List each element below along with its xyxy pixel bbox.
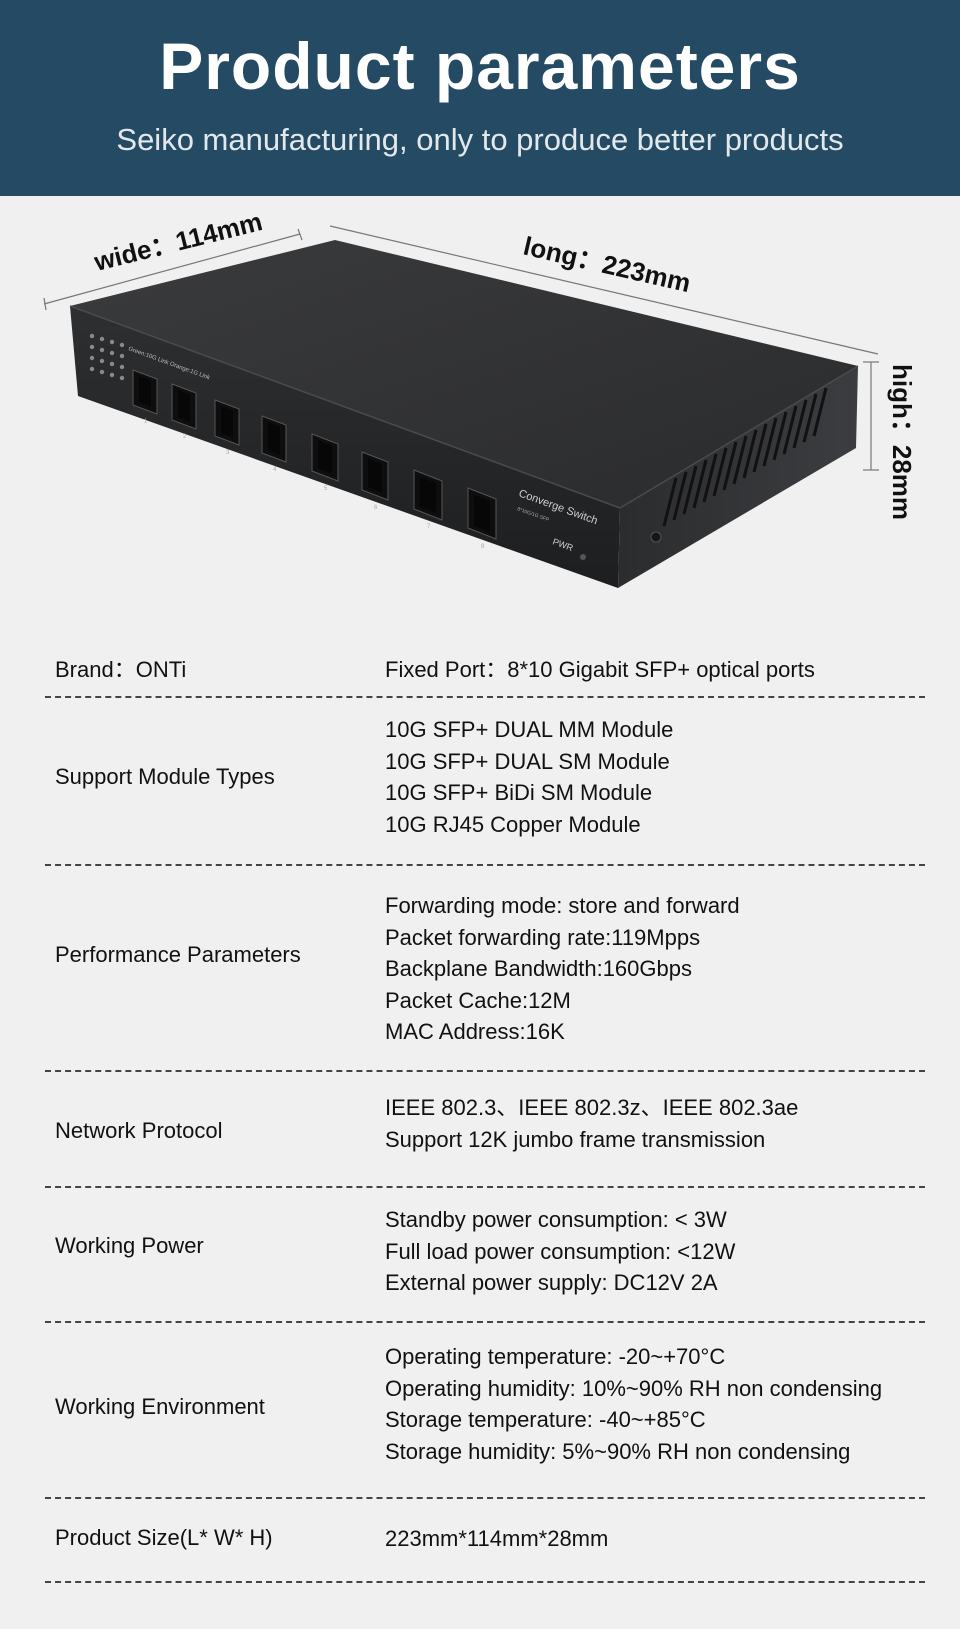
spec-value: 10G SFP+ DUAL SM Module bbox=[385, 748, 670, 774]
spec-value: Backplane Bandwidth:160Gbps bbox=[385, 956, 692, 981]
spec-value: Support 12K jumbo frame transmission bbox=[385, 1126, 766, 1152]
spec-label: Network Protocol bbox=[55, 1118, 223, 1143]
spec-values: 10G SFP+ DUAL MM Module 10G SFP+ DUAL SM… bbox=[385, 714, 673, 840]
sfp-port-2: 2 bbox=[171, 383, 197, 440]
spec-value: Full load power consumption: <12W bbox=[385, 1238, 736, 1264]
spec-value: 10G SFP+ BiDi SM Module bbox=[385, 780, 653, 805]
spec-label: Working Environment bbox=[55, 1394, 265, 1419]
spec-value: Packet Cache:12M bbox=[385, 987, 571, 1013]
spec-value: 10G SFP+ DUAL MM Module bbox=[385, 717, 674, 742]
port-number: 4 bbox=[273, 467, 277, 473]
sfp-ports: 1 2 3 4 5 bbox=[132, 369, 497, 550]
spec-value: Storage humidity: 5%~90% RH non condensi… bbox=[385, 1438, 851, 1464]
spec-label: Working Power bbox=[55, 1233, 204, 1258]
ground-screw-icon bbox=[650, 531, 662, 543]
side-vents bbox=[662, 387, 828, 527]
spec-value: Forwarding mode: store and forward bbox=[385, 893, 740, 918]
switch-image: wide：114mm long：223mm high：28mm bbox=[43, 206, 917, 588]
sfp-port-1: 1 bbox=[132, 369, 158, 425]
switch-top bbox=[70, 240, 858, 508]
spec-values: 223mm*114mm*28mm bbox=[385, 1523, 608, 1555]
dimension-high-line bbox=[863, 361, 879, 471]
product-illustration: wide：114mm long：223mm high：28mm bbox=[0, 196, 960, 616]
spec-row-working-power: Working Power Standby power consumption:… bbox=[45, 1188, 925, 1323]
port-number: 6 bbox=[374, 505, 378, 511]
dimension-high-label: high：28mm bbox=[887, 364, 917, 520]
port-number: 1 bbox=[144, 419, 148, 425]
spec-value: Operating humidity: 10%~90% RH non conde… bbox=[385, 1375, 883, 1401]
port-number: 2 bbox=[183, 434, 187, 440]
spec-values: Operating temperature: -20~+70°C Operati… bbox=[385, 1341, 882, 1467]
sfp-port-4: 4 bbox=[261, 415, 287, 473]
led-indicators bbox=[89, 333, 125, 381]
sfp-port-8: 8 bbox=[467, 487, 497, 550]
spec-label: Product Size(L* W* H) bbox=[55, 1525, 273, 1550]
spec-label: Performance Parameters bbox=[55, 942, 301, 967]
sfp-port-7: 7 bbox=[413, 469, 443, 530]
header-banner: Product parameters Seiko manufacturing, … bbox=[0, 0, 960, 196]
spec-value: Standby power consumption: < 3W bbox=[385, 1207, 727, 1232]
switch-side bbox=[618, 366, 858, 588]
spec-value: MAC Address:16K bbox=[385, 1019, 565, 1044]
spec-values: IEEE 802.3、IEEE 802.3z、IEEE 802.3ae Supp… bbox=[385, 1092, 798, 1155]
dimension-wide-line bbox=[43, 228, 303, 311]
sfp-port-5: 5 bbox=[311, 433, 339, 492]
spec-values: Forwarding mode: store and forward Packe… bbox=[385, 890, 740, 1048]
brand-label: Brand：ONTi bbox=[55, 657, 187, 682]
page-title: Product parameters bbox=[159, 29, 801, 103]
port-number: 5 bbox=[324, 486, 328, 492]
spec-label: Support Module Types bbox=[55, 764, 275, 789]
spec-row-network-protocol: Network Protocol IEEE 802.3、IEEE 802.3z、… bbox=[45, 1072, 925, 1188]
spec-row-product-size: Product Size(L* W* H) 223mm*114mm*28mm bbox=[45, 1499, 925, 1583]
spec-value: Operating temperature: -20~+70°C bbox=[385, 1344, 726, 1369]
port-number: 7 bbox=[427, 524, 431, 530]
dimension-long-line bbox=[329, 225, 879, 355]
power-led-icon bbox=[580, 554, 586, 560]
spec-value: Packet forwarding rate:119Mpps bbox=[385, 924, 701, 950]
spec-row-performance: Performance Parameters Forwarding mode: … bbox=[45, 866, 925, 1072]
port-number: 3 bbox=[226, 450, 230, 456]
sfp-port-6: 6 bbox=[361, 451, 389, 511]
spec-value: 223mm*114mm*28mm bbox=[385, 1526, 609, 1551]
spec-row-module-types: Support Module Types 10G SFP+ DUAL MM Mo… bbox=[45, 698, 925, 866]
spec-value: IEEE 802.3、IEEE 802.3z、IEEE 802.3ae bbox=[385, 1095, 799, 1120]
page-subtitle: Seiko manufacturing, only to produce bet… bbox=[116, 122, 844, 157]
spec-value: Storage temperature: -40~+85°C bbox=[385, 1407, 706, 1432]
dimension-long-label: long：223mm bbox=[521, 231, 694, 299]
spec-value: 10G RJ45 Copper Module bbox=[385, 811, 641, 837]
spec-row-brand: Brand：ONTi Fixed Port：8*10 Gigabit SFP+ … bbox=[45, 622, 925, 698]
sfp-port-3: 3 bbox=[214, 399, 240, 456]
spec-row-working-environment: Working Environment Operating temperatur… bbox=[45, 1323, 925, 1499]
fixed-port-label: Fixed Port：8*10 Gigabit SFP+ optical por… bbox=[385, 657, 815, 682]
spec-value: External power supply: DC12V 2A bbox=[385, 1270, 718, 1295]
spec-values: Standby power consumption: < 3W Full loa… bbox=[385, 1204, 735, 1299]
port-number: 8 bbox=[481, 544, 485, 550]
